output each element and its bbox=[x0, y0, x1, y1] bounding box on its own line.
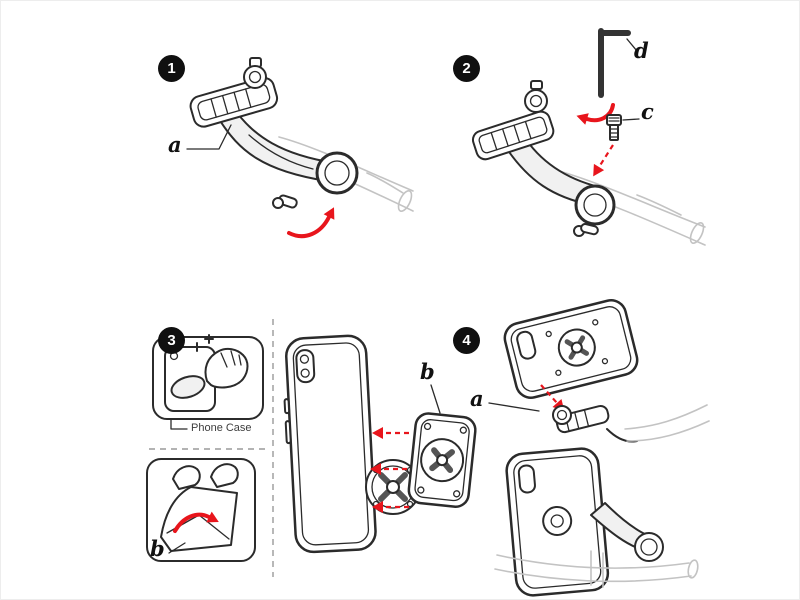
handlebar-sketch-top bbox=[624, 404, 710, 442]
handlebar-sketch-lower bbox=[494, 550, 699, 588]
step-1-number: 1 bbox=[167, 60, 176, 77]
label-a-step1: a bbox=[168, 132, 182, 157]
label-b-liner-leader bbox=[168, 542, 186, 554]
mount-head-knob bbox=[243, 57, 267, 89]
clamp-bolt-lever bbox=[573, 223, 599, 237]
label-c-step2: c bbox=[641, 99, 654, 124]
mount-plate-b bbox=[407, 412, 477, 508]
step-1-badge: 1 bbox=[158, 55, 185, 82]
phone-with-case bbox=[283, 334, 377, 554]
phone-case-back bbox=[503, 299, 639, 399]
mount-head bbox=[552, 405, 638, 443]
red-rotation-arrow bbox=[287, 207, 335, 239]
camera-cutout bbox=[516, 330, 537, 360]
step-3-badge: 3 bbox=[158, 327, 185, 354]
pressing-hand bbox=[204, 347, 249, 389]
label-a4-leader bbox=[488, 402, 540, 412]
step-3-number: 3 bbox=[167, 332, 176, 349]
step-2-badge: 2 bbox=[453, 55, 480, 82]
step2-illustration bbox=[471, 28, 706, 246]
step-4-number: 4 bbox=[462, 332, 471, 349]
caption-bracket bbox=[170, 418, 188, 430]
label-b-plate-leader bbox=[430, 384, 441, 414]
mount-head-knob bbox=[524, 80, 548, 113]
bar-clamp bbox=[574, 184, 616, 226]
step3-illustration bbox=[146, 319, 477, 577]
red-rotation-arrow bbox=[576, 103, 615, 125]
peeling-hands bbox=[172, 463, 239, 490]
camera-cutout bbox=[295, 349, 316, 384]
step-2-number: 2 bbox=[462, 60, 471, 77]
label-a-step4: a bbox=[470, 386, 484, 411]
bolt-icon bbox=[606, 114, 622, 141]
phone-case-caption: Phone Case bbox=[191, 422, 252, 434]
step4-illustration bbox=[488, 299, 710, 597]
bar-clamp bbox=[315, 151, 359, 195]
clamp-bolt-lever bbox=[272, 194, 298, 209]
red-align-arrows bbox=[370, 427, 409, 513]
mount-plate bbox=[189, 76, 279, 128]
liner-peel-panel bbox=[146, 458, 256, 562]
allen-key-icon bbox=[598, 28, 631, 98]
step-4-badge: 4 bbox=[453, 327, 480, 354]
label-b-liner-step3: b bbox=[150, 536, 165, 561]
sparkle-icon bbox=[192, 334, 214, 352]
label-a-leader bbox=[186, 124, 232, 150]
mount-arm-lower bbox=[590, 502, 664, 562]
case-prep-panel bbox=[152, 334, 264, 420]
label-b-plate-step3: b bbox=[420, 359, 435, 384]
mount-plate bbox=[471, 110, 555, 161]
red-peel-arrow bbox=[173, 511, 219, 533]
label-c-leader bbox=[622, 118, 640, 121]
label-d-step2: d bbox=[634, 38, 649, 63]
red-insert-arrow bbox=[593, 144, 614, 177]
label-d-leader bbox=[626, 38, 638, 52]
step1-illustration bbox=[186, 57, 414, 239]
